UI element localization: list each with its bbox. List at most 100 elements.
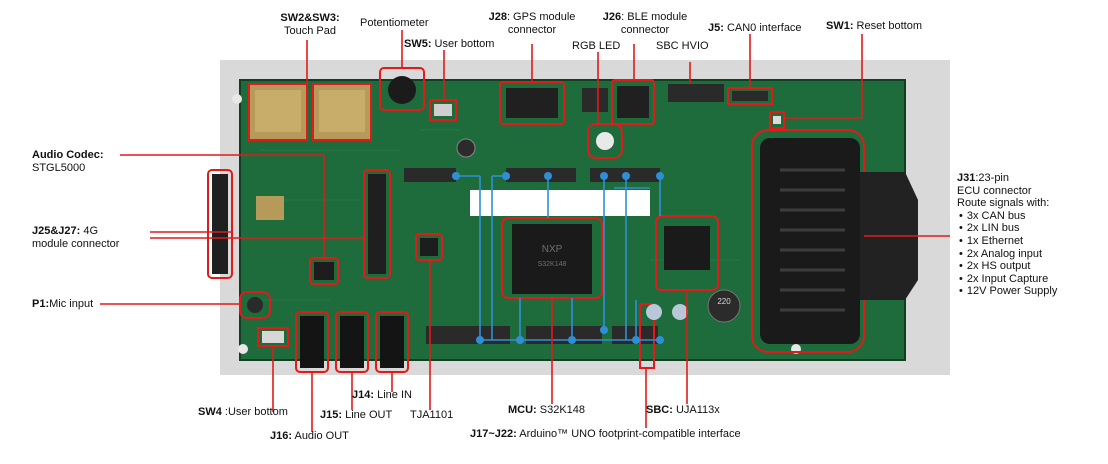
j31-signal-list: 3x CAN bus 2x LIN bus 1x Ethernet 2x Ana… <box>957 210 1058 298</box>
label-j15-id: J15: <box>320 409 343 421</box>
large-capacitor <box>707 289 741 323</box>
label-j31-desc2: ECU connector <box>957 184 1032 197</box>
label-j14-id: J14: <box>352 389 375 401</box>
j31-signal-item: 2x LIN bus <box>967 222 1057 235</box>
sw5-callout <box>429 99 457 121</box>
label-j28-desc1: : GPS module <box>506 11 576 23</box>
j17-callout <box>639 303 655 369</box>
sw5-button-body <box>434 104 452 116</box>
j26-callout <box>611 79 655 125</box>
label-potentiometer: Potentiometer <box>360 17 429 29</box>
label-j17-j22: J17~J22: Arduino™ UNO footprint-compatib… <box>470 428 741 441</box>
label-mcu-id: MCU: <box>508 404 537 416</box>
mcu-logo-text: NXP <box>542 244 563 255</box>
label-rgb-led: RGB LED <box>572 40 621 52</box>
label-j31-title: J31:23-pin <box>957 172 1057 185</box>
label-j26-desc1: : BLE module <box>621 11 688 23</box>
label-sbc: SBC: UJA113x <box>646 404 720 417</box>
pcb-board <box>240 80 905 360</box>
j25-connector <box>212 174 228 274</box>
label-j15-desc: Line OUT <box>342 409 393 421</box>
label-j16-id: J16: <box>270 430 293 442</box>
label-j26: J26: BLE module connector <box>590 11 700 37</box>
label-sw4-desc: :User bottom <box>221 406 288 418</box>
sw4-button <box>262 331 284 343</box>
arduino-signal-traces <box>456 175 661 341</box>
j28-connector <box>506 88 558 118</box>
pcb-white-label <box>470 190 650 216</box>
arduino-header-bottom-1 <box>426 326 510 344</box>
label-j28: J28: GPS module connector <box>474 11 590 37</box>
tja1101-callout <box>415 233 443 261</box>
label-mcu: MCU: S32K148 <box>508 404 585 417</box>
trace-nodes <box>452 172 664 344</box>
label-j28-id: J28 <box>488 11 507 23</box>
j31-signal-item: 2x HS output <box>967 260 1057 273</box>
sbc-hvio-header <box>668 84 724 102</box>
label-j25-j27-desc1: 4G <box>80 225 99 237</box>
label-j5-id: J5: <box>708 22 724 34</box>
label-j26-id: J26 <box>602 11 622 23</box>
touch-pad-2-inner <box>319 90 365 132</box>
label-audio-codec: Audio Codec: STGL5000 <box>32 149 104 175</box>
label-j25-j27-desc2: module connector <box>32 238 120 250</box>
j31-signal-item: 2x Analog input <box>967 248 1057 261</box>
label-j26-desc2: connector <box>620 24 670 36</box>
j31-signal-item: 1x Ethernet <box>967 235 1057 248</box>
j26-connector <box>617 86 649 118</box>
label-sbc-desc: UJA113x <box>672 404 720 416</box>
mcu-chip <box>512 224 592 294</box>
j15-jack <box>340 316 364 368</box>
label-j31-desc1: :23-pin <box>975 172 1009 184</box>
label-j14-desc: Line IN <box>374 389 412 401</box>
label-j31-id: J31 <box>957 172 976 184</box>
label-sw5-id: SW5: <box>404 38 432 50</box>
sbc-chip <box>664 226 710 270</box>
pcb-gold-pad <box>256 196 284 220</box>
label-sw5: SW5: User bottom <box>404 38 494 51</box>
capacitor <box>456 138 476 158</box>
arduino-header-top-2 <box>506 168 576 182</box>
j27-callout <box>363 169 391 279</box>
j25-callout <box>207 169 233 279</box>
label-sw1-desc: Reset bottom <box>853 20 922 32</box>
label-j16: J16: Audio OUT <box>270 430 349 443</box>
label-sbc-hvio: SBC HVIO <box>656 40 709 52</box>
label-j28-desc2: connector <box>507 24 557 36</box>
label-j5: J5: CAN0 interface <box>708 22 802 35</box>
audio-codec-chip <box>314 262 334 280</box>
label-sw5-desc: User bottom <box>431 38 495 50</box>
label-sw2-sw3-desc: Touch Pad <box>284 25 336 37</box>
label-j25-j27-id: J25&J27: <box>32 225 81 237</box>
label-j5-desc: CAN0 interface <box>723 22 802 34</box>
sw1-button <box>773 116 781 124</box>
label-j25-j27: J25&J27: 4G module connector <box>32 225 119 251</box>
j31-pins <box>780 168 845 312</box>
mount-hole <box>238 344 248 354</box>
label-j17-j22-desc: Arduino™ UNO footprint-compatible interf… <box>516 428 741 440</box>
j31-signal-item: 12V Power Supply <box>967 285 1058 298</box>
label-sw1: SW1: Reset bottom <box>826 20 922 33</box>
rgb-led-header <box>582 88 608 112</box>
rgb-led-callout <box>587 123 623 159</box>
j31-signal-item: 3x CAN bus <box>967 210 1057 223</box>
label-p1-desc: Mic input <box>49 298 94 310</box>
pcb-texture <box>250 129 740 301</box>
j27-connector <box>368 174 386 274</box>
sw1-callout <box>769 111 785 129</box>
touch-pad-1-inner <box>255 90 301 132</box>
label-p1: P1:Mic input <box>32 298 93 311</box>
label-j17-j22-id: J17~J22: <box>470 428 517 440</box>
callout-leaders <box>100 30 950 432</box>
arduino-header-bottom-2 <box>526 326 602 344</box>
label-j15: J15: Line OUT <box>320 409 392 422</box>
mic-input <box>247 297 263 313</box>
label-sbc-id: SBC: <box>646 404 673 416</box>
mount-hole <box>232 94 242 104</box>
label-j16-desc: Audio OUT <box>292 430 349 442</box>
rgb-led <box>596 132 614 150</box>
capacitor-marking: 220 <box>717 297 731 306</box>
label-tja1101: TJA1101 <box>410 409 454 421</box>
pcb-outline <box>239 79 906 361</box>
